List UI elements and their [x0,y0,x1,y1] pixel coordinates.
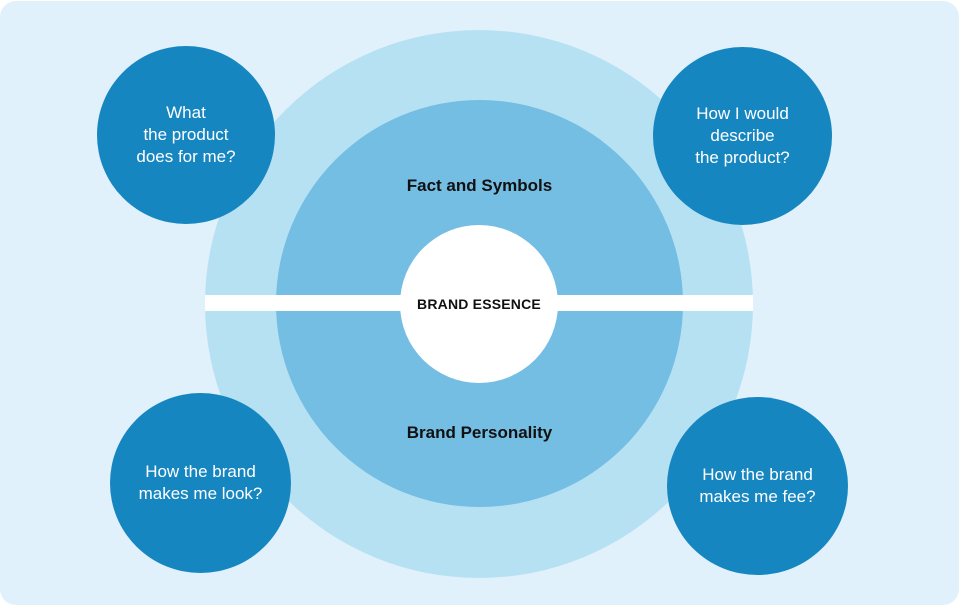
question-text-top-right: How I would describe the product? [695,104,790,167]
question-circle-bottom-right: How the brand makes me fee? [667,397,848,575]
lower-ring-label: Brand Personality [406,423,553,442]
question-circle-bottom-left: How the brand makes me look? [110,393,291,573]
brand-essence-label: BRAND ESSENCE [417,296,541,312]
brand-essence-core: BRAND ESSENCE [400,225,558,383]
question-text-top-left: What the product does for me? [136,103,236,166]
question-text-bottom-right: How the brand makes me fee? [699,465,816,506]
question-text-bottom-left: How the brand makes me look? [138,462,263,503]
question-circle-top-right: How I would describe the product? [653,47,832,225]
upper-ring-label: Fact and Symbols [406,176,553,195]
question-circle-top-left: What the product does for me? [97,46,275,224]
